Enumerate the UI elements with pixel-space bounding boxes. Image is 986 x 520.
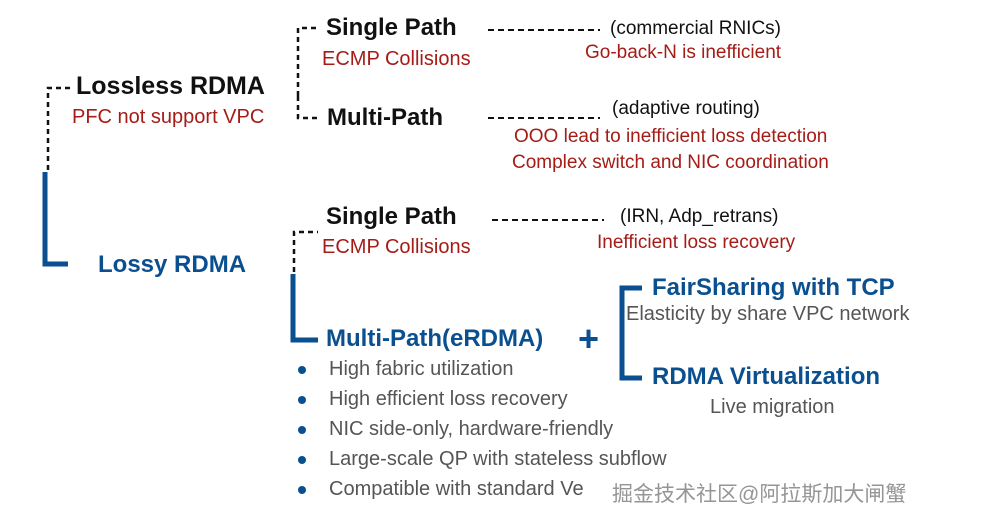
lossless-single-path-title: Single Path (326, 14, 457, 41)
rdma-virtualization-title: RDMA Virtualization (652, 363, 881, 390)
connector-lossy-single (292, 230, 318, 272)
lossless-rdma-issue: PFC not support VPC (72, 106, 265, 128)
lossless-single-path-issue: ECMP Collisions (322, 48, 471, 70)
lossless-multi-path-problem-1: OOO lead to inefficient loss detection (514, 126, 828, 147)
lossless-multi-path-problem-2: Complex switch and NIC coordination (512, 152, 829, 173)
lossless-single-path-problem: Go-back-N is inefficient (585, 42, 782, 63)
bullet-dot (298, 396, 306, 404)
rdma-virtualization-desc: Live migration (710, 396, 835, 418)
connector-lossless-single (296, 26, 318, 96)
lossless-rdma-title: Lossless RDMA (76, 72, 265, 100)
lossy-single-path-issue: ECMP Collisions (322, 236, 471, 258)
lossless-multi-path-title: Multi-Path (327, 104, 443, 131)
lossy-single-path-title: Single Path (326, 203, 457, 230)
lossy-rdma-title: Lossy RDMA (98, 251, 247, 278)
connector-root-lossy (42, 172, 68, 267)
extras-bracket (619, 285, 642, 381)
benefit-item: High efficient loss recovery (329, 388, 568, 410)
benefit-item: Compatible with standard Ve (329, 478, 584, 500)
benefit-item: NIC side-only, hardware-friendly (329, 418, 614, 440)
connector-lossy-multi (290, 274, 318, 343)
connector-root-lossless (46, 86, 70, 170)
fairsharing-title: FairSharing with TCP (652, 274, 895, 301)
lossless-single-path-note: (commercial RNICs) (610, 18, 781, 39)
benefit-item: High fabric utilization (329, 358, 514, 380)
bullet-dot (298, 426, 306, 434)
lossy-single-path-note: (IRN, Adp_retrans) (620, 206, 779, 227)
connector-lossless-multi (296, 96, 318, 120)
bullet-dot (298, 366, 306, 374)
lossless-multi-path-note: (adaptive routing) (612, 98, 760, 119)
bullet-dot (298, 486, 306, 494)
watermark: 掘金技术社区@阿拉斯加大闸蟹 (612, 483, 907, 506)
benefit-item: Large-scale QP with stateless subflow (329, 448, 667, 470)
bullet-dot (298, 456, 306, 464)
fairsharing-desc: Elasticity by share VPC network (626, 303, 910, 325)
lossy-multi-path-title: Multi-Path(eRDMA) (326, 325, 544, 352)
plus-sign: + (578, 318, 600, 359)
lossy-single-path-problem: Inefficient loss recovery (597, 232, 796, 253)
